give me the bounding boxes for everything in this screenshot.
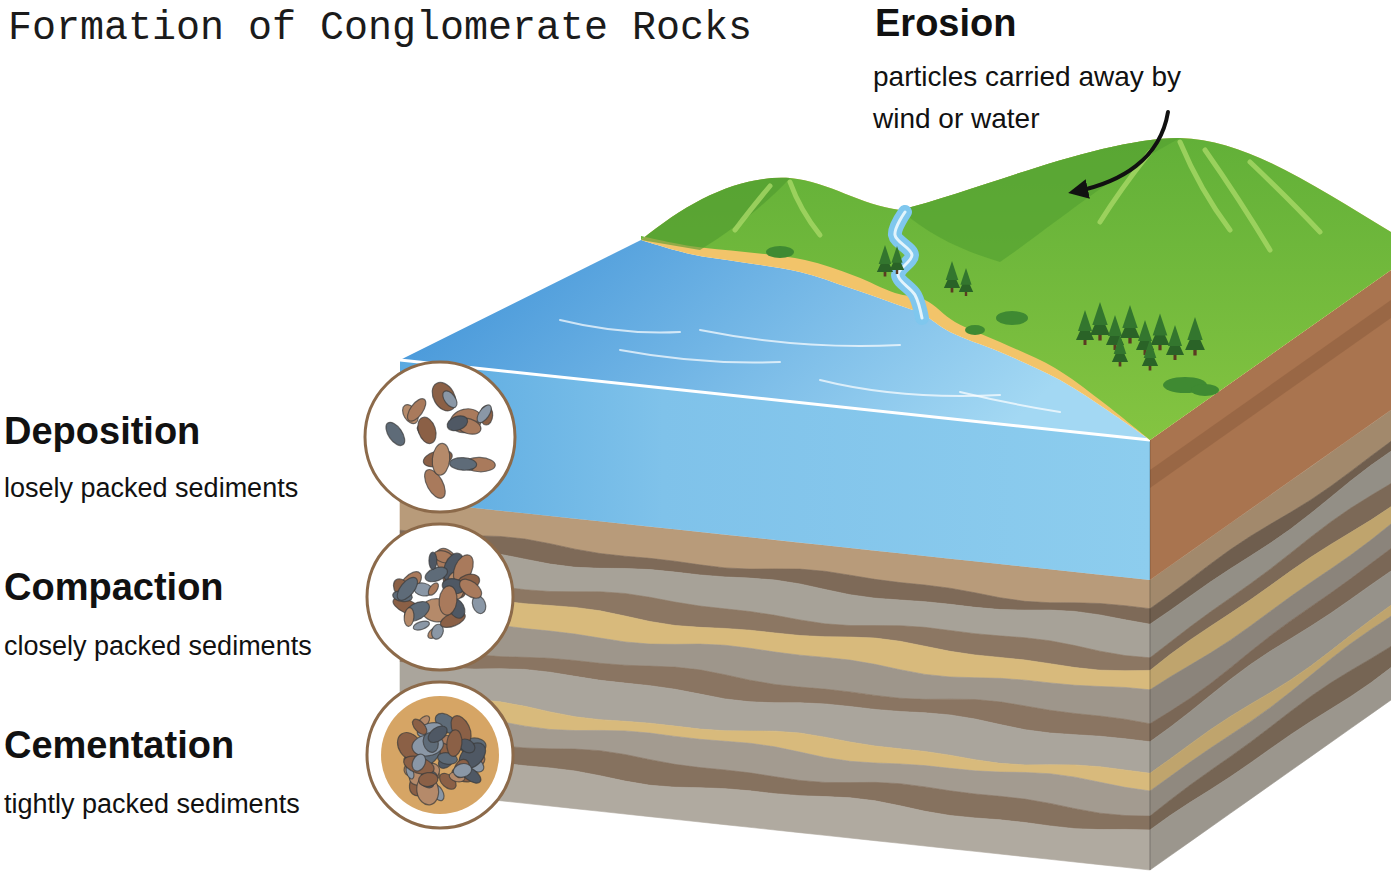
block-edge bbox=[1149, 440, 1151, 870]
water-wave bbox=[620, 350, 780, 363]
tree bbox=[1076, 310, 1094, 345]
stratum-side bbox=[1150, 668, 1391, 870]
pebble bbox=[452, 762, 473, 779]
pebble bbox=[446, 729, 463, 757]
water-wave bbox=[960, 392, 1060, 412]
mountain-highlight bbox=[1250, 162, 1320, 232]
pebble bbox=[427, 378, 460, 415]
mountain-highlight bbox=[1180, 142, 1230, 230]
pebble bbox=[449, 457, 477, 471]
pebble bbox=[431, 443, 451, 476]
sediment-magnifier bbox=[367, 524, 513, 670]
erosion-arrow bbox=[1078, 112, 1168, 191]
pebble bbox=[393, 574, 421, 604]
mountain-highlight bbox=[1205, 150, 1270, 250]
water-wave bbox=[820, 380, 1000, 396]
tree bbox=[959, 268, 973, 296]
water-wave bbox=[560, 320, 680, 333]
pebble bbox=[451, 757, 472, 780]
tree bbox=[890, 246, 904, 274]
stage-description: particles carried away by wind or water bbox=[873, 56, 1203, 140]
pebble bbox=[426, 581, 440, 597]
pebble bbox=[410, 752, 429, 773]
mountain-shade bbox=[900, 138, 1180, 262]
mountain-highlight bbox=[790, 182, 820, 235]
tree bbox=[1120, 305, 1140, 344]
pebble bbox=[415, 415, 440, 446]
pebble bbox=[429, 552, 437, 570]
pebble bbox=[438, 585, 459, 616]
stage-heading: Compaction bbox=[4, 566, 224, 610]
mountain-shade bbox=[641, 178, 790, 250]
pebble bbox=[403, 607, 414, 627]
tree bbox=[1151, 314, 1170, 351]
tree bbox=[944, 261, 960, 293]
stage-heading: Cementation bbox=[4, 724, 234, 768]
stage-description: tightly packed sediments bbox=[4, 788, 300, 820]
pebble bbox=[404, 396, 429, 424]
bush bbox=[1191, 384, 1219, 396]
bush bbox=[996, 311, 1028, 325]
pebble bbox=[456, 575, 485, 602]
beach bbox=[641, 138, 1391, 440]
tree bbox=[1142, 339, 1158, 371]
tree bbox=[877, 245, 893, 277]
mountain-highlight bbox=[735, 186, 770, 230]
tree bbox=[1185, 317, 1205, 356]
pebble bbox=[382, 419, 408, 448]
tree bbox=[1166, 325, 1184, 360]
tree bbox=[1112, 335, 1128, 367]
stage-description: closely packed sediments bbox=[4, 630, 312, 662]
land-mountains bbox=[641, 138, 1391, 440]
pebble bbox=[445, 413, 470, 433]
sediment-magnifier bbox=[365, 362, 515, 512]
pebble bbox=[440, 388, 460, 410]
bush bbox=[766, 246, 794, 258]
stage-heading: Deposition bbox=[4, 410, 200, 454]
tree bbox=[1090, 302, 1110, 341]
stratum-side bbox=[1150, 646, 1391, 829]
water-wave bbox=[700, 330, 900, 346]
stage-heading: Erosion bbox=[875, 2, 1016, 46]
sediment-magnifier bbox=[367, 682, 513, 828]
pebble bbox=[410, 717, 430, 737]
stage-description: losely packed sediments bbox=[4, 472, 298, 504]
pebble bbox=[418, 771, 439, 787]
diagram-title: Formation of Conglomerate Rocks bbox=[8, 6, 752, 52]
bush bbox=[965, 325, 985, 335]
